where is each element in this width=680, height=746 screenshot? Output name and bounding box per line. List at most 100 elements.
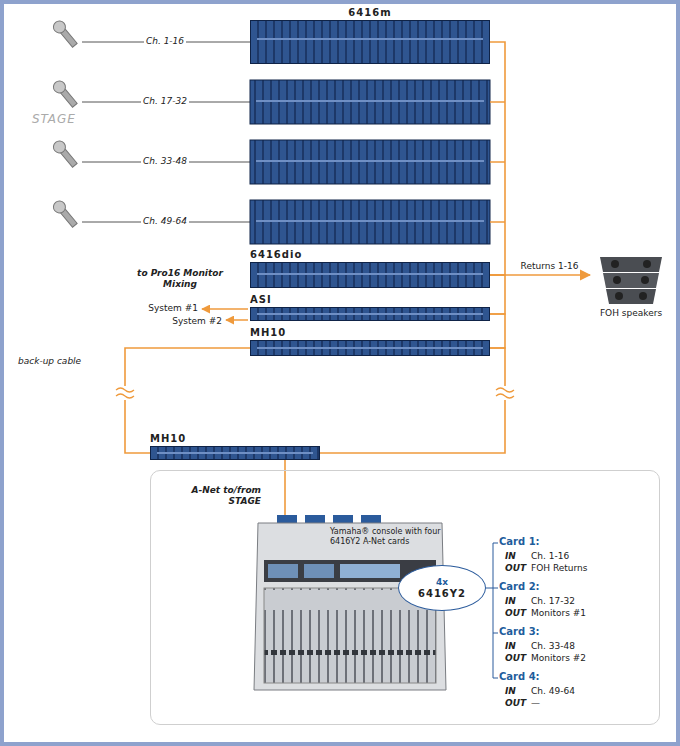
- illustration-part: [490, 221, 505, 223]
- edge-label: Returns 1-16: [519, 261, 581, 271]
- illustration-part: [116, 386, 134, 400]
- illustration-part: [51, 138, 79, 169]
- illustration-part: [51, 138, 68, 155]
- area-label: STAGE: [32, 112, 76, 126]
- illustration-part: [611, 260, 619, 268]
- rack-body: [250, 262, 490, 288]
- cable: [490, 275, 505, 314]
- signal-name: Ch. 1-16: [531, 551, 569, 561]
- foh-speakers: [600, 257, 662, 304]
- rack-unit: 6416m: [250, 6, 490, 64]
- rack-unit: 6416dio: [250, 248, 490, 288]
- channel-label: Ch. 33-48: [141, 156, 189, 166]
- illustration-part: [256, 100, 484, 102]
- io-name: OUT: [505, 563, 526, 573]
- signal-name: Ch. 49-64: [531, 686, 575, 696]
- illustration-part: [641, 276, 649, 284]
- illustration-part: [116, 388, 134, 392]
- rack-unit: ASI: [250, 293, 490, 321]
- illustration-part: [496, 386, 514, 400]
- rack-body: [250, 20, 490, 64]
- illustration-part: [493, 543, 494, 678]
- illustration-part: [603, 273, 659, 288]
- illustration-part: [493, 678, 498, 679]
- illustration-part: [256, 160, 484, 162]
- illustration-part: [493, 588, 498, 589]
- io-name: IN: [505, 686, 516, 696]
- unit-name: MH10: [150, 432, 320, 446]
- illustration-part: [51, 18, 79, 49]
- io-name: OUT: [505, 608, 526, 618]
- cable-label: back-up cable: [18, 356, 81, 366]
- illustration-part: [361, 515, 381, 523]
- illustration-part: [486, 588, 493, 589]
- illustration-part: [643, 260, 651, 268]
- card-heading: Card 4:: [499, 672, 540, 682]
- illustration-part: [256, 220, 484, 222]
- control-room-panel: A-Net to/from STAGE Yamaha® console with …: [150, 470, 660, 725]
- cable: [490, 274, 590, 276]
- channel-label: Ch. 17-32: [141, 96, 189, 106]
- illustration-part: [277, 515, 297, 523]
- cable: [125, 348, 250, 453]
- microphones: [51, 18, 250, 229]
- card-heading: Card 2:: [499, 582, 540, 592]
- illustration-part: [496, 394, 514, 398]
- signal-name: Ch. 33-48: [531, 641, 575, 651]
- illustration-part: [202, 308, 248, 310]
- illustration-part: [250, 140, 490, 184]
- unit-name: ASI: [250, 293, 490, 307]
- rack-unit: MH10: [150, 432, 320, 460]
- speaker-space: [590, 252, 672, 308]
- illustration-part: [493, 543, 498, 544]
- illustration-part: [51, 78, 68, 95]
- illustration-part: [304, 564, 334, 578]
- cable: [490, 314, 505, 348]
- card-heading: Card 3:: [499, 627, 540, 637]
- io-name: IN: [505, 596, 516, 606]
- node-label: A-Net to/from STAGE: [181, 485, 261, 507]
- io-name: IN: [505, 551, 516, 561]
- signal-name: Monitors #1: [531, 608, 586, 618]
- channel-label: Ch. 1-16: [144, 36, 186, 46]
- illustration-part: [51, 198, 79, 229]
- illustration-part: [51, 78, 79, 109]
- cable: [284, 460, 286, 515]
- illustration-part: [333, 515, 353, 523]
- illustration-part: [226, 319, 248, 321]
- illustration-part: [493, 633, 498, 634]
- signal-name: Ch. 17-32: [531, 596, 575, 606]
- unit-name: 6416dio: [250, 248, 490, 262]
- illustration-part: [268, 564, 298, 578]
- illustration-part: [496, 388, 514, 392]
- io-name: OUT: [505, 698, 526, 708]
- channel-label: Ch. 49-64: [141, 216, 189, 226]
- node-label: Yamaha® console with four 6416Y2 A-Net c…: [330, 527, 441, 547]
- illustration-part: [51, 198, 68, 215]
- illustration-part: [613, 276, 621, 284]
- rack-body: [250, 340, 490, 356]
- cable: [320, 348, 505, 453]
- callout-text: 4x: [436, 576, 448, 588]
- unit-name: 6416m: [250, 6, 490, 20]
- signal-name: System #2: [160, 316, 222, 326]
- illustration-part: [490, 161, 505, 163]
- break-mark: [116, 386, 514, 400]
- io-name: OUT: [505, 653, 526, 663]
- signal-name: System #1: [136, 303, 198, 313]
- illustration-part: [250, 200, 490, 244]
- note: to Pro16 Monitor Mixing: [130, 268, 230, 290]
- io-name: IN: [505, 641, 516, 651]
- card-callout: 4x6416Y2: [398, 565, 486, 611]
- cable: [490, 42, 505, 275]
- illustration-part: [606, 289, 656, 304]
- illustration-part: [490, 102, 505, 222]
- stage-racks: [250, 80, 505, 244]
- illustration-part: [305, 515, 325, 523]
- signal-name: Monitors #2: [531, 653, 586, 663]
- unit-name: MH10: [250, 326, 490, 340]
- illustration-part: [639, 292, 647, 300]
- illustration-part: [490, 101, 505, 103]
